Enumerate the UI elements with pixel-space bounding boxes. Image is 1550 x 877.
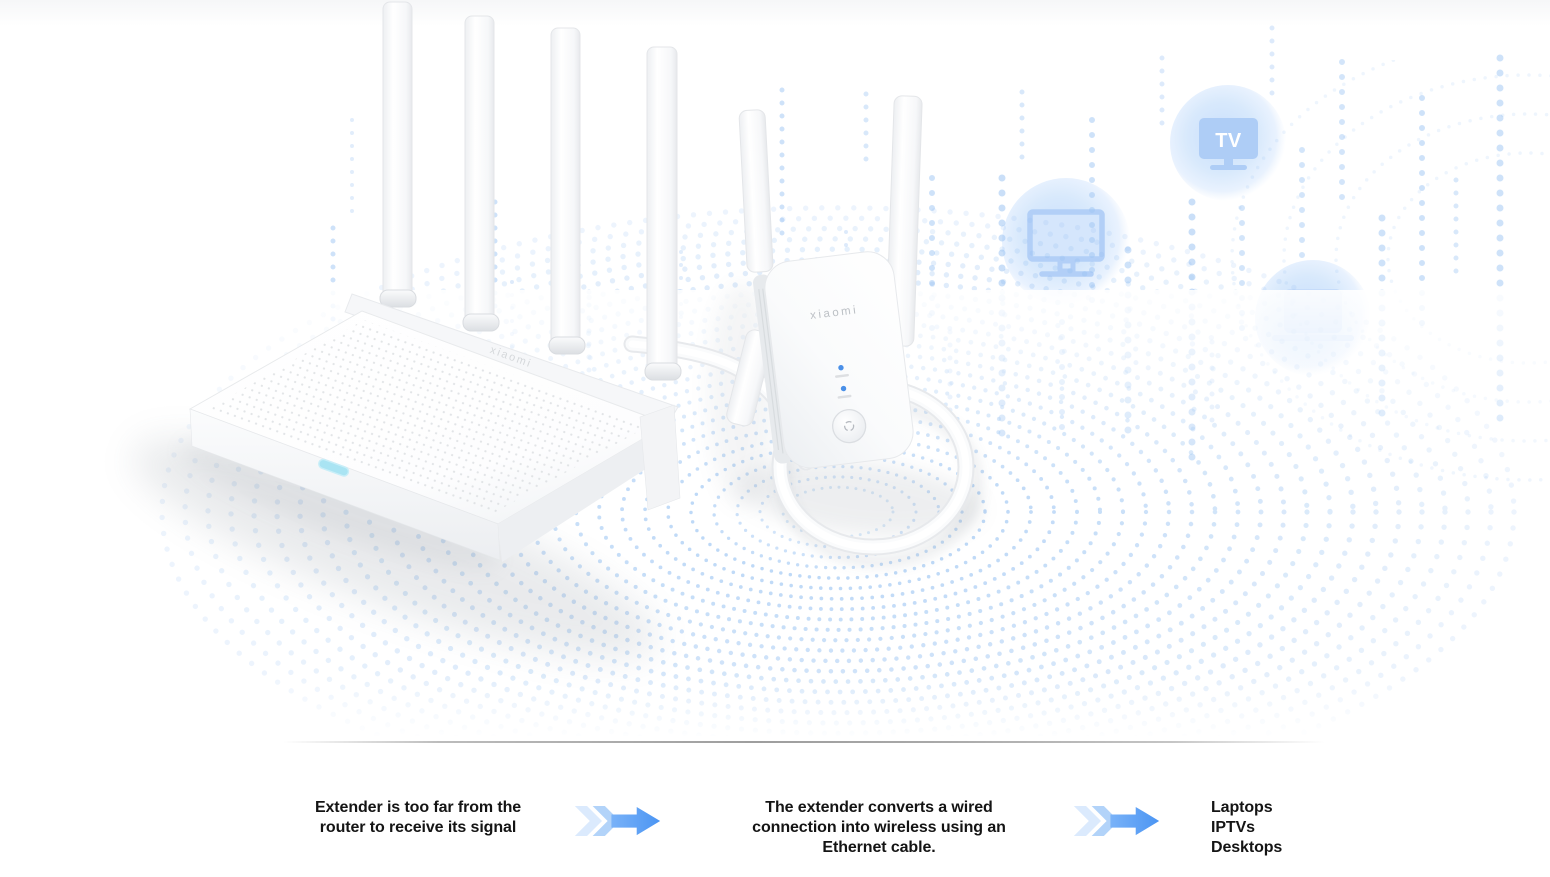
flow-arrow-icon: [1073, 806, 1160, 836]
wifi-wave-ring: [159, 205, 1517, 736]
wifi-wave-ring: [251, 246, 1425, 736]
router-antenna-4: [646, 46, 678, 376]
tv-icon: TV: [1199, 118, 1258, 170]
tv-bubble: TV: [1170, 85, 1286, 201]
step1-line-1: Extender is too far from the: [314, 799, 522, 816]
devices-line-desktops: Desktops: [1211, 839, 1283, 856]
flow-arrow-2: [1070, 806, 1163, 836]
extender-signal-led: [838, 364, 844, 371]
wifi-wave-ring: [666, 433, 1010, 591]
step1-line-2: router to receive its signal: [319, 819, 517, 836]
flow-arrow-1: [571, 806, 664, 836]
wifi-wave-ring: [597, 402, 1079, 622]
wifi-wave-ring: [481, 350, 1195, 674]
top-fade-band: [0, 0, 1550, 26]
extender-power-label-mark: [837, 394, 852, 399]
router-antenna-1: [382, 1, 413, 303]
devices-line-laptops: Laptops: [1211, 799, 1273, 816]
extender-logo-text: xiaomi: [810, 304, 859, 322]
extender: xiaomi: [726, 95, 923, 469]
router-led-strip: [318, 458, 350, 477]
extender-power-led: [840, 385, 847, 392]
extender-antenna-left: [738, 109, 774, 273]
devices-line-iptvs: IPTVs: [1211, 819, 1255, 836]
desktop-bubble: [1002, 178, 1130, 306]
wifi-wave-ring: [1386, 151, 1550, 365]
extender-signal-label-mark: [835, 373, 849, 378]
router-right-face: [498, 424, 672, 562]
router-front-face: [189, 408, 501, 561]
router: xiaomi: [188, 1, 682, 562]
wifi-wave-ring: [182, 215, 1494, 736]
wave-bottom-fade: [0, 672, 1550, 736]
router-antenna-3: [550, 27, 581, 349]
router-perforation: [206, 320, 650, 513]
step2-line-1: The extender converts a wired: [765, 799, 993, 816]
router-antenna-hinges: [379, 289, 682, 381]
wifi-wave-ring: [320, 277, 1356, 736]
devices-caption: Laptops IPTVs Desktops: [1211, 798, 1341, 858]
wps-button-glyph: [843, 420, 855, 432]
wifi-wave-ring: [550, 381, 1126, 643]
step1-caption: Extender is too far from the router to r…: [300, 798, 536, 838]
desktop-monitor-icon: [1027, 209, 1105, 277]
extender-antennas: [726, 95, 923, 427]
extender-body: xiaomi: [753, 251, 914, 469]
flow-arrow-icon: [574, 806, 661, 836]
wifi-wave-ring: [297, 267, 1379, 736]
wifi-wave-ring: [274, 256, 1402, 736]
flow-divider-line: [283, 741, 1325, 743]
step2-line-2: connection into wireless using an: [752, 819, 1006, 836]
wps-button: [831, 408, 867, 444]
router-antennas: [379, 1, 682, 381]
wifi-wave-ring: [1282, 73, 1550, 443]
tv-icon-label: TV: [1215, 130, 1242, 152]
step2-caption: The extender converts a wired connection…: [743, 798, 1015, 858]
extender-front-face: [764, 251, 914, 469]
router-foot: [639, 404, 681, 511]
step2-line-3: Ethernet cable.: [822, 839, 936, 856]
router-antenna-2: [464, 15, 495, 327]
